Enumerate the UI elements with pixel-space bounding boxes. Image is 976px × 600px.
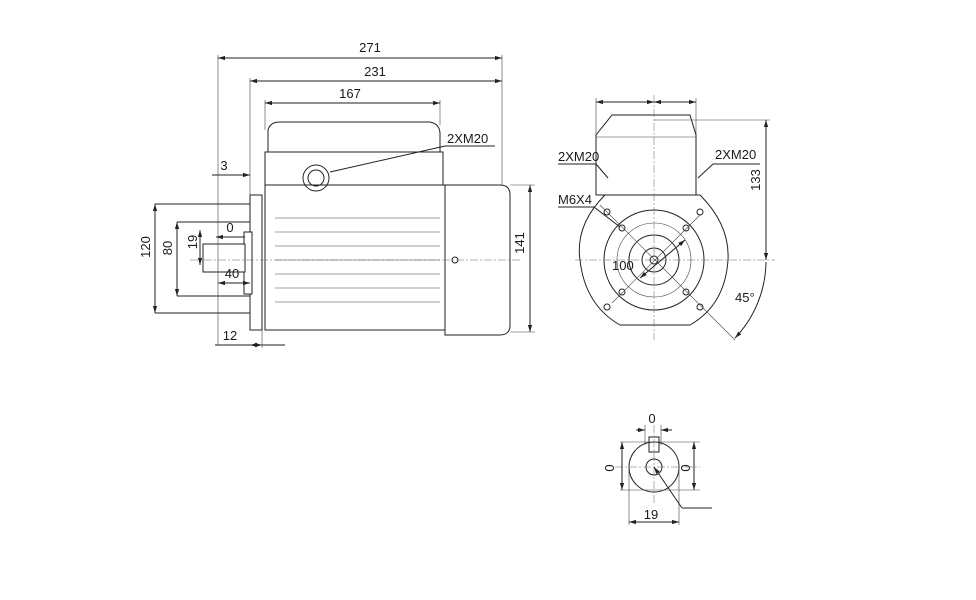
dim-shaft-offset: 0 [226,220,233,235]
label-cable-entry-right: 2XM20 [715,147,756,162]
dim-hole-angle: 45° [735,290,755,305]
dim-key-width: 0 [648,411,655,426]
dim-flange-thickness: 12 [223,328,237,343]
dim-overall-length: 271 [359,40,381,55]
shaft-detail: 0 0 0 19 [602,411,712,525]
dim-shaft-length: 40 [225,266,239,281]
dim-shaft-diameter: 19 [185,235,200,249]
label-flange-holes: M6X4 [558,192,592,207]
dim-key-height-right: 0 [678,464,693,471]
dim-shaft-detail-diameter: 19 [644,507,658,522]
dim-box-height: 133 [748,169,763,191]
dim-flange-height: 120 [138,236,153,258]
dim-key-height-left: 0 [602,464,617,471]
dim-terminal-box-length: 167 [339,86,361,101]
label-cable-entry-left: 2XM20 [558,149,599,164]
dim-spigot-diameter: 80 [160,241,175,255]
dim-pitch-circle: 100 [612,258,634,273]
label-cable-entry: 2XM20 [447,131,488,146]
dim-length-to-frame: 231 [364,64,386,79]
dim-frame-height: 141 [512,232,527,254]
front-view: 2XM20 2XM20 M6X4 100 133 45° [558,95,775,341]
dim-flange-offset: 3 [220,158,227,173]
side-view: 271 231 167 3 0 40 12 19 80 120 141 2XM2… [138,40,535,348]
